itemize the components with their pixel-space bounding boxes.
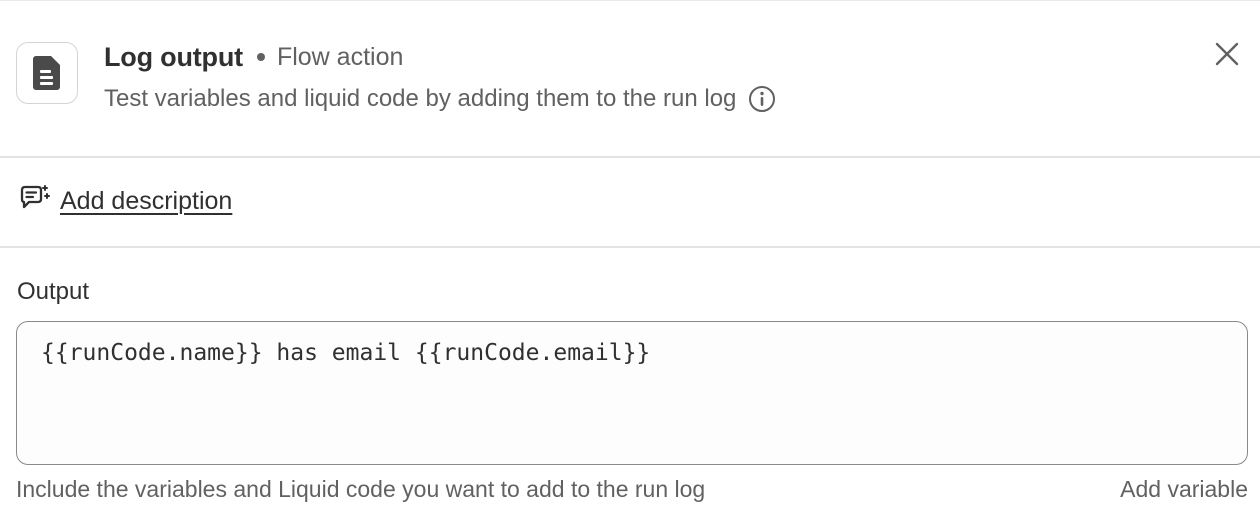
add-variable-button[interactable]: Add variable (1120, 476, 1248, 502)
info-icon[interactable] (747, 84, 777, 114)
panel-description: Test variables and liquid code by adding… (104, 85, 737, 112)
description-row: Test variables and liquid code by adding… (104, 83, 777, 115)
add-description-row: Add description (0, 158, 1260, 248)
output-help-text: Include the variables and Liquid code yo… (16, 476, 706, 502)
output-textarea[interactable]: {{runCode.name}} has email {{runCode.ema… (16, 321, 1248, 465)
title-row: Log output Flow action (104, 41, 403, 73)
output-label: Output (17, 278, 90, 305)
panel-title: Log output (104, 41, 243, 72)
panel-type-tag: Flow action (276, 42, 404, 71)
separator-dot (256, 53, 265, 61)
chat-sparkle-icon (18, 184, 52, 219)
close-icon (1215, 42, 1239, 66)
document-icon (16, 42, 78, 104)
add-description-label: Add description (60, 187, 233, 215)
close-button[interactable] (1210, 37, 1244, 71)
panel-header: Log output Flow action Test variables an… (0, 1, 1260, 158)
add-description-button[interactable]: Add description (18, 184, 232, 219)
